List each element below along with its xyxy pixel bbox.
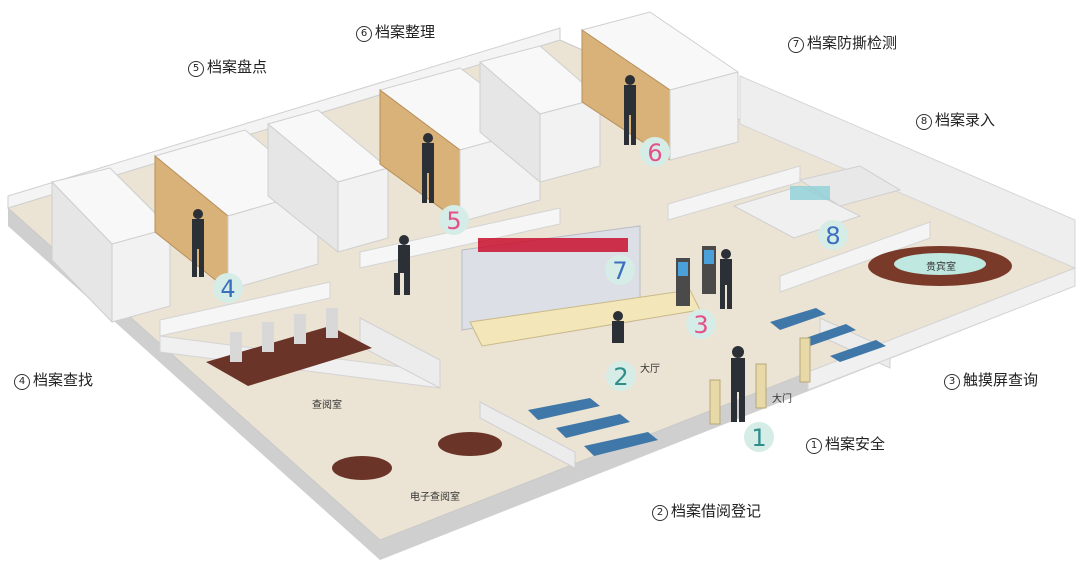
svg-text:1: 1 — [751, 424, 766, 452]
wall-office-front — [779, 221, 931, 293]
waiting-seats — [528, 308, 886, 456]
shelf-block-6 — [580, 11, 740, 161]
shelf-block-3 — [266, 109, 390, 254]
svg-text:6: 6 — [647, 139, 662, 167]
zone-marker-4: 4 — [213, 273, 243, 303]
wall-office-left — [667, 165, 801, 221]
room-label-reception: 贵宾室 — [926, 260, 956, 273]
wall-archive-front — [159, 281, 331, 337]
reading-room-desks — [206, 308, 372, 386]
zone-marker-3: 3 — [686, 309, 716, 339]
security-gates — [709, 337, 811, 425]
room-label-gate: 大门 — [772, 392, 792, 405]
staff-figures — [192, 75, 745, 422]
svg-text:4: 4 — [220, 275, 235, 303]
svg-text:7: 7 — [612, 257, 627, 285]
room-label-e-reading: 电子查阅室 — [410, 490, 460, 503]
room-label-hall: 大厅 — [640, 362, 660, 375]
zone-marker-2: 2 — [606, 361, 636, 391]
wall-back-left — [7, 27, 561, 209]
zone-marker-7: 7 — [605, 255, 635, 285]
floor-slab-side — [8, 208, 1075, 560]
touch-kiosks — [676, 246, 716, 306]
svg-text:5: 5 — [446, 207, 461, 235]
shelf-block-5 — [478, 45, 602, 184]
svg-text:8: 8 — [825, 222, 840, 250]
zone-marker-1: 1 — [744, 422, 774, 452]
zone-marker-8: 8 — [818, 220, 848, 250]
wall-entrance-right — [807, 267, 1076, 391]
zone-marker-6: 6 — [640, 137, 670, 167]
e-reading-tables — [332, 432, 502, 480]
wall-hall-divider — [359, 317, 441, 389]
wall-reading-right — [479, 401, 576, 469]
zone-marker-5: 5 — [439, 205, 469, 235]
svg-text:3: 3 — [693, 311, 708, 339]
shelf-block-1 — [51, 167, 171, 324]
svg-text:2: 2 — [613, 363, 628, 391]
room-label-reading: 查阅室 — [312, 398, 342, 411]
